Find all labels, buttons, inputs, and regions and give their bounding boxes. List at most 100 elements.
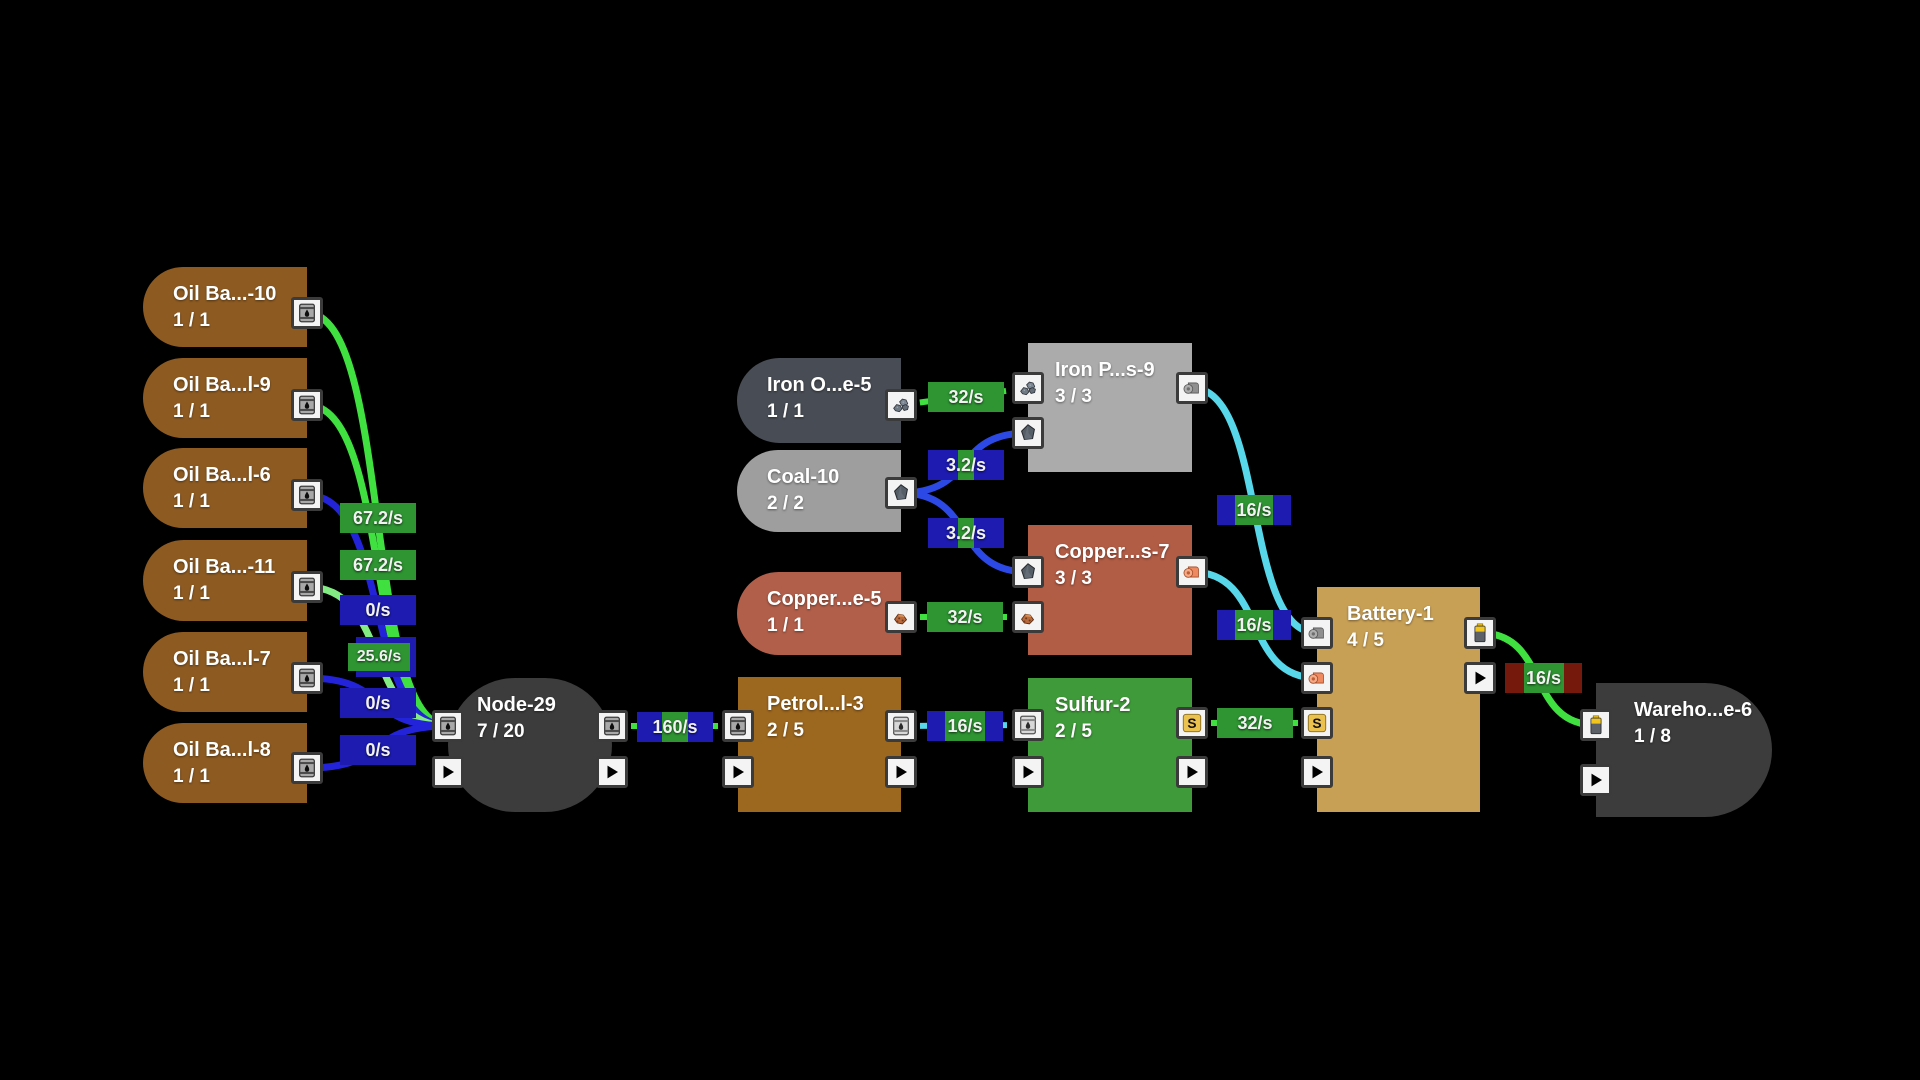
play-icon (1471, 669, 1489, 687)
sulfur-icon: S (1306, 712, 1328, 734)
svg-text:S: S (1312, 716, 1321, 731)
item-port-oil-barrel-7[interactable] (291, 662, 323, 694)
flow-rate-label: 0/s (340, 688, 416, 718)
copper-ore-icon (1017, 606, 1039, 628)
item-port-oil-barrel-8[interactable] (291, 752, 323, 784)
flow-rate-text: 16/s (1236, 499, 1272, 520)
flow-label-band (662, 712, 688, 742)
play-port-node-29[interactable] (432, 756, 464, 788)
play-port-node-29[interactable] (596, 756, 628, 788)
item-port-iron-ore-5[interactable] (885, 389, 917, 421)
petroleum-barrel-icon (890, 715, 912, 737)
node-title: Node-29 (477, 694, 556, 716)
node-count: 2 / 2 (767, 493, 804, 514)
item-port-battery-1[interactable] (1464, 617, 1496, 649)
node-sulfur-2[interactable]: Sulfur-2 2 / 5 (1028, 678, 1192, 812)
flow-rate-text: 67.2/s (352, 554, 404, 575)
item-port-coal-10[interactable] (885, 477, 917, 509)
coal-icon (890, 482, 912, 504)
flow-rate-text: 3.2/s (945, 454, 987, 475)
flow-rate-text: 32/s (948, 386, 984, 407)
flow-rate-text: 32/s (1237, 712, 1273, 733)
node-count: 7 / 20 (477, 721, 525, 742)
item-port-node-29[interactable] (432, 710, 464, 742)
flow-rate-text: 160/s (652, 716, 698, 737)
iron-ore-icon (1017, 377, 1039, 399)
flow-rate-label: 0/s (340, 735, 416, 765)
item-port-oil-barrel-11[interactable] (291, 571, 323, 603)
play-icon (439, 763, 457, 781)
node-title: Oil Ba...-10 (173, 283, 277, 305)
flow-rate-text: 16/s (1525, 667, 1562, 688)
play-icon (1308, 763, 1326, 781)
item-port-battery-1[interactable] (1301, 617, 1333, 649)
play-port-petrol-3[interactable] (722, 756, 754, 788)
node-title: Iron P...s-9 (1055, 359, 1155, 381)
item-port-petrol-3[interactable] (722, 710, 754, 742)
oil-barrel-icon (296, 667, 318, 689)
node-node-29[interactable]: Node-29 7 / 20 (448, 678, 612, 812)
node-count: 1 / 1 (173, 583, 210, 604)
node-count: 1 / 1 (173, 675, 210, 696)
item-port-copper-plates-7[interactable] (1012, 556, 1044, 588)
play-port-battery-1[interactable] (1464, 662, 1496, 694)
item-port-sulfur-2[interactable]: S (1176, 707, 1208, 739)
node-title: Iron O...e-5 (767, 374, 872, 396)
flow-label-band (958, 518, 974, 548)
flow-label-band (1523, 663, 1564, 693)
flow-rate-text: 0/s (365, 692, 391, 713)
flow-rate-label: 67.2/s (340, 503, 416, 533)
node-title: Sulfur-2 (1055, 694, 1131, 716)
item-port-copper-plates-7[interactable] (1176, 556, 1208, 588)
oil-barrel-icon (296, 394, 318, 416)
item-port-copper-ore-5[interactable] (885, 601, 917, 633)
item-port-iron-plates-9[interactable] (1012, 417, 1044, 449)
coal-icon (1017, 422, 1039, 444)
item-port-iron-plates-9[interactable] (1012, 372, 1044, 404)
item-port-oil-barrel-6[interactable] (291, 479, 323, 511)
flow-rate-label: 16/s (1217, 495, 1291, 525)
flow-rate-text: 16/s (1236, 614, 1272, 635)
flow-label-band (1235, 495, 1273, 525)
node-count: 4 / 5 (1347, 630, 1384, 651)
node-count: 1 / 1 (173, 766, 210, 787)
item-port-copper-plates-7[interactable] (1012, 601, 1044, 633)
flow-rate-label: 32/s (928, 382, 1004, 412)
node-title: Copper...e-5 (767, 588, 882, 610)
node-count: 2 / 5 (1055, 721, 1092, 742)
battery-icon (1469, 622, 1491, 644)
flow-rate-label: 25.6/s (348, 643, 410, 671)
item-port-node-29[interactable] (596, 710, 628, 742)
node-title: Oil Ba...l-7 (173, 648, 271, 670)
item-port-iron-plates-9[interactable] (1176, 372, 1208, 404)
item-port-battery-1[interactable] (1301, 662, 1333, 694)
play-port-sulfur-2[interactable] (1176, 756, 1208, 788)
item-port-sulfur-2[interactable] (1012, 709, 1044, 741)
item-port-warehouse-6[interactable] (1580, 709, 1612, 741)
item-port-petrol-3[interactable] (885, 710, 917, 742)
node-count: 3 / 3 (1055, 568, 1092, 589)
play-port-petrol-3[interactable] (885, 756, 917, 788)
item-port-oil-barrel-9[interactable] (291, 389, 323, 421)
node-oil-barrel-7[interactable]: Oil Ba...l-7 1 / 1 (143, 632, 307, 712)
flow-rate-label: 3.2/s (928, 450, 1004, 480)
play-port-warehouse-6[interactable] (1580, 764, 1612, 796)
item-port-battery-1[interactable]: S (1301, 707, 1333, 739)
play-port-sulfur-2[interactable] (1012, 756, 1044, 788)
play-port-battery-1[interactable] (1301, 756, 1333, 788)
item-port-oil-barrel-10[interactable] (291, 297, 323, 329)
